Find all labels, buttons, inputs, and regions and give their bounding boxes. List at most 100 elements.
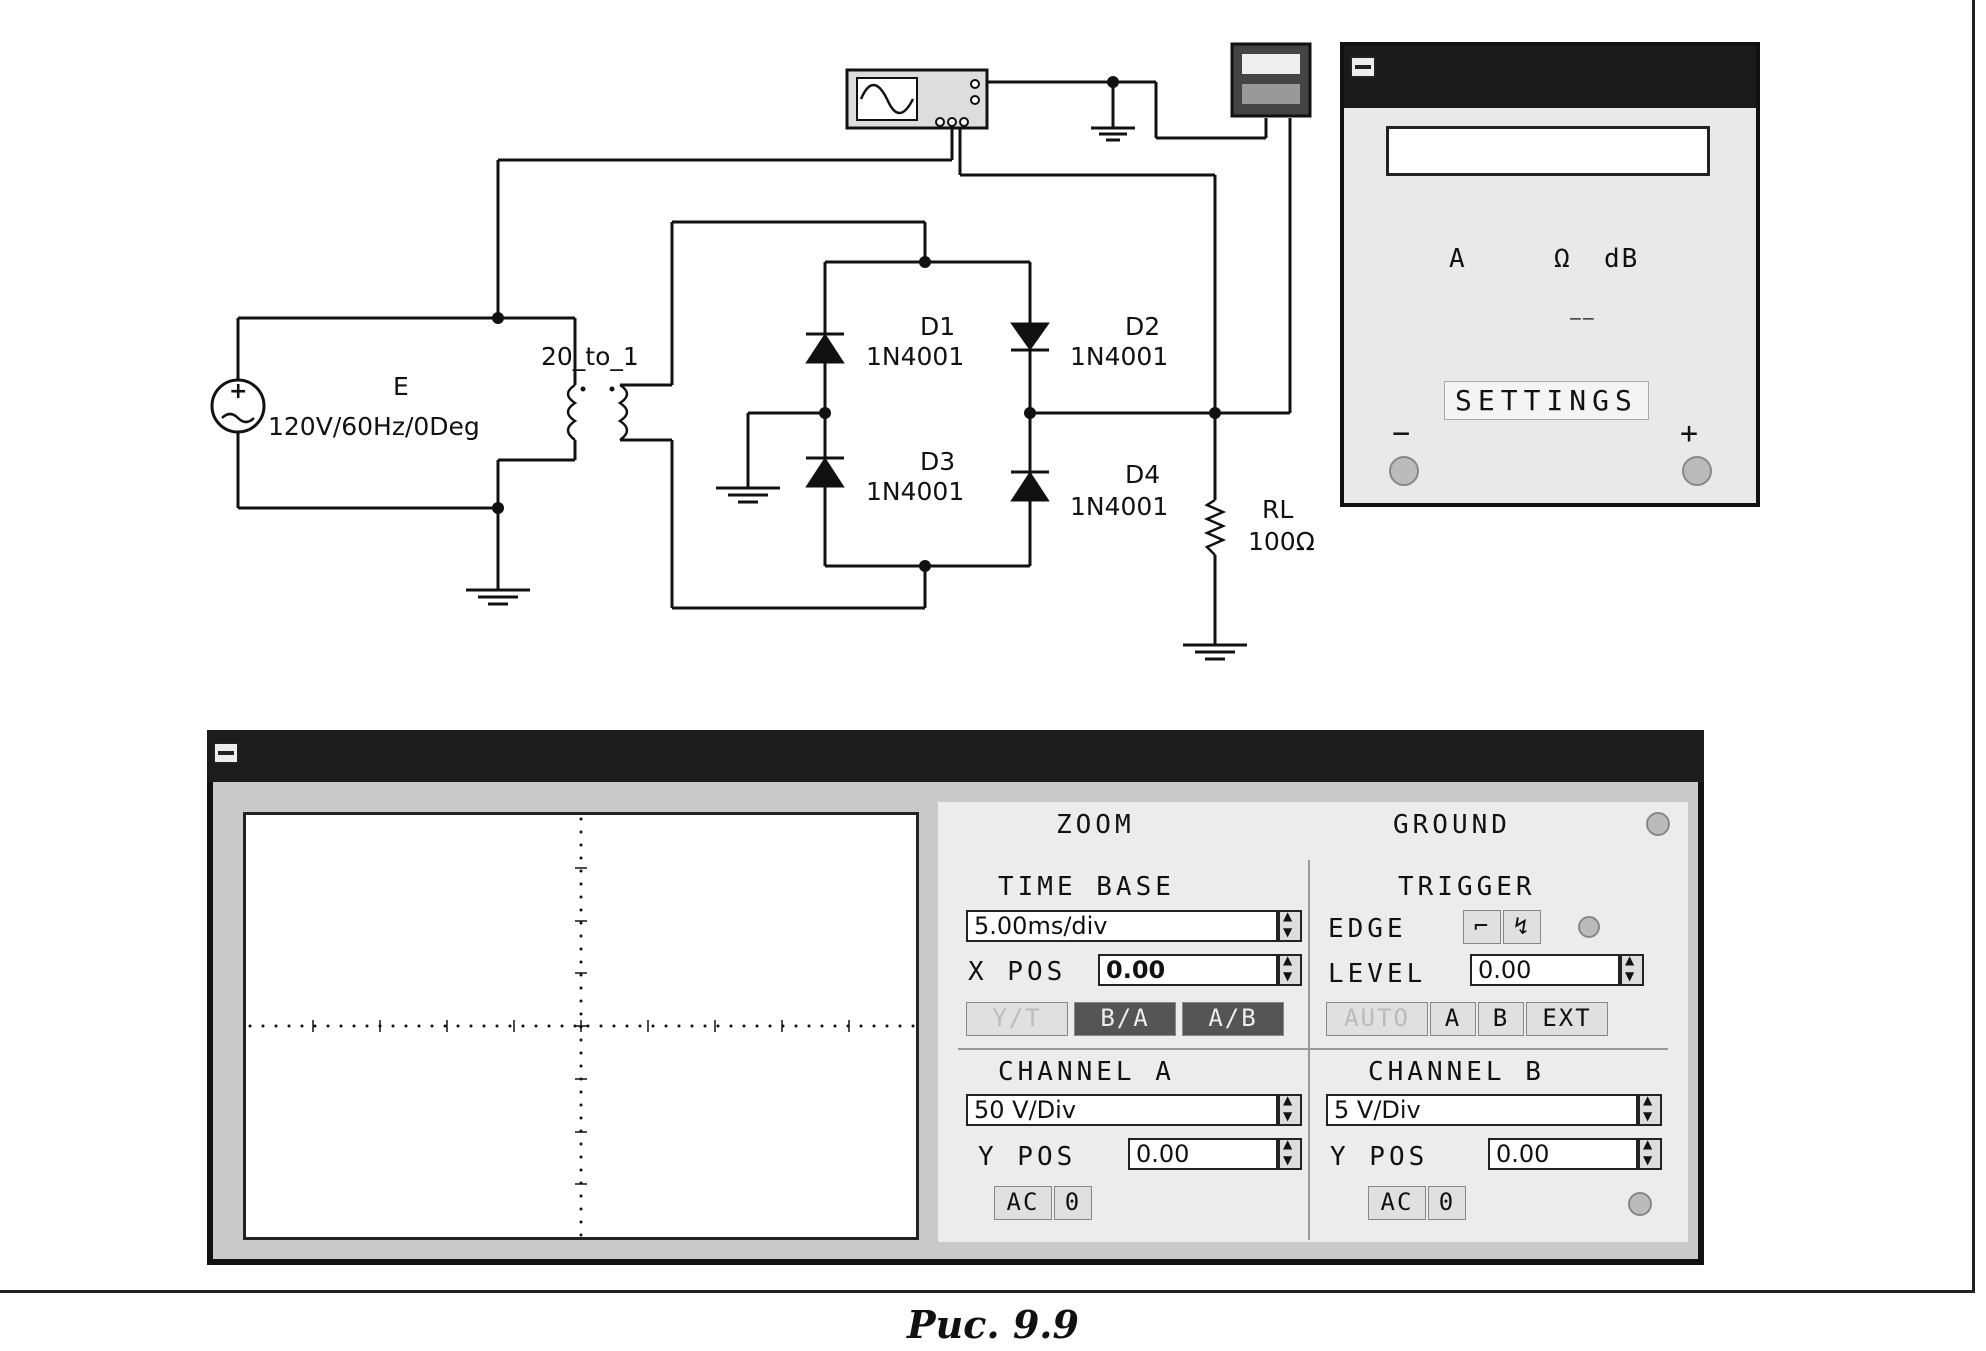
- d4-name-label: D4: [1125, 460, 1160, 489]
- level-field[interactable]: 0.00: [1470, 954, 1620, 986]
- oscilloscope-titlebar[interactable]: [207, 730, 1704, 782]
- multimeter-display: [1386, 126, 1710, 176]
- trigger-b-button[interactable]: B: [1478, 1002, 1524, 1036]
- scope-grid: [248, 817, 915, 1237]
- ohms-mode-button[interactable]: Ω: [1554, 244, 1572, 274]
- trigger-terminal[interactable]: [1578, 916, 1600, 938]
- grid-dot: [872, 1024, 876, 1028]
- grid-dot: [469, 1024, 473, 1028]
- grid-dot: [300, 1024, 304, 1028]
- grid-dot: [391, 1024, 395, 1028]
- grid-dot: [716, 1024, 720, 1028]
- grid-dot: [742, 1024, 746, 1028]
- multimeter-window: A Ω dB —— SETTINGS − +: [1340, 42, 1760, 507]
- settings-button[interactable]: SETTINGS: [1444, 381, 1649, 420]
- ground-button[interactable]: GROUND: [1393, 810, 1511, 840]
- grid-dot: [729, 1024, 733, 1028]
- channel-b-zero-button[interactable]: 0: [1428, 1186, 1466, 1220]
- channel-b-ypos-field[interactable]: 0.00: [1488, 1138, 1638, 1170]
- grid-dot: [794, 1024, 798, 1028]
- oscilloscope-icon[interactable]: [845, 68, 989, 130]
- grid-dot: [579, 882, 583, 886]
- system-menu-button[interactable]: [1350, 56, 1376, 78]
- channel-b-scale-spinner[interactable]: [1638, 1093, 1662, 1126]
- oscilloscope-window: ZOOM GROUND TIME BASE 5.00ms/div X POS 0…: [207, 730, 1704, 1265]
- grid-dot: [248, 1024, 252, 1028]
- multimeter-titlebar[interactable]: [1344, 46, 1756, 108]
- grid-dot: [579, 1168, 583, 1172]
- grid-dot: [579, 895, 583, 899]
- grid-dot: [579, 1103, 583, 1107]
- grid-dot: [579, 921, 583, 925]
- grid-dot: [456, 1024, 460, 1028]
- grid-dot: [579, 1038, 583, 1042]
- diode-icons: [805, 322, 1050, 502]
- grid-dot: [638, 1024, 642, 1028]
- zoom-button[interactable]: ZOOM: [1056, 810, 1135, 840]
- x-pos-spinner[interactable]: [1278, 953, 1302, 986]
- channel-a-ypos-field[interactable]: 0.00: [1128, 1138, 1278, 1170]
- grid-dot: [579, 1116, 583, 1120]
- grid-dot: [313, 1024, 317, 1028]
- multimeter-icon[interactable]: [1230, 42, 1312, 118]
- grid-dot: [885, 1024, 889, 1028]
- system-menu-button[interactable]: [213, 742, 239, 764]
- d4-model-label: 1N4001: [1070, 492, 1168, 521]
- grid-dot: [911, 1024, 915, 1028]
- yt-mode-button[interactable]: Y/T: [966, 1002, 1068, 1036]
- channel-a-zero-button[interactable]: 0: [1054, 1186, 1092, 1220]
- time-base-title: TIME BASE: [998, 872, 1175, 902]
- grid-dot: [482, 1024, 486, 1028]
- grid-dot: [579, 1090, 583, 1094]
- channel-b-scale-field[interactable]: 5 V/Div: [1326, 1094, 1638, 1126]
- amps-mode-button[interactable]: A: [1449, 244, 1467, 274]
- grid-dot: [690, 1024, 694, 1028]
- db-mode-button[interactable]: dB: [1604, 244, 1640, 274]
- grid-dot: [579, 869, 583, 873]
- grid-dot: [417, 1024, 421, 1028]
- trigger-a-button[interactable]: A: [1430, 1002, 1476, 1036]
- level-spinner[interactable]: [1620, 953, 1644, 986]
- channel-a-scale-spinner[interactable]: [1278, 1093, 1302, 1126]
- ground-terminal[interactable]: [1646, 812, 1670, 836]
- ab-mode-button[interactable]: A/B: [1182, 1002, 1284, 1036]
- grid-dot: [287, 1024, 291, 1028]
- dc-ac-indicator[interactable]: ——: [1570, 308, 1596, 329]
- grid-dot: [326, 1024, 330, 1028]
- channel-a-scale-field[interactable]: 50 V/Div: [966, 1094, 1278, 1126]
- d3-model-label: 1N4001: [866, 477, 964, 506]
- channel-b-ac-button[interactable]: AC: [1368, 1186, 1426, 1220]
- trigger-ext-button[interactable]: EXT: [1526, 1002, 1608, 1036]
- rising-edge-button[interactable]: ⌐: [1463, 910, 1501, 944]
- minus-terminal[interactable]: [1389, 456, 1419, 486]
- channel-a-ypos-spinner[interactable]: [1278, 1137, 1302, 1170]
- source-plus-sign: +: [229, 379, 247, 404]
- grid-dot: [612, 1024, 616, 1028]
- channel-b-terminal[interactable]: [1628, 1192, 1652, 1216]
- d1-model-label: 1N4001: [866, 342, 964, 371]
- grid-dot: [599, 1024, 603, 1028]
- channel-b-ypos-spinner[interactable]: [1638, 1137, 1662, 1170]
- channel-a-ac-button[interactable]: AC: [994, 1186, 1052, 1220]
- grid-dot: [703, 1024, 707, 1028]
- trigger-auto-button[interactable]: AUTO: [1326, 1002, 1428, 1036]
- time-base-spinner[interactable]: [1278, 909, 1302, 942]
- ba-mode-button[interactable]: B/A: [1074, 1002, 1176, 1036]
- trigger-title: TRIGGER: [1398, 872, 1536, 902]
- falling-edge-button[interactable]: ↯: [1503, 910, 1541, 944]
- grid-dot: [579, 1233, 583, 1237]
- grid-dot: [430, 1024, 434, 1028]
- edge-label: EDGE: [1328, 914, 1407, 944]
- plus-terminal[interactable]: [1682, 456, 1712, 486]
- grid-dot: [579, 999, 583, 1003]
- x-pos-field[interactable]: 0.00: [1098, 954, 1278, 986]
- grid-dot: [534, 1024, 538, 1028]
- grid-dot: [495, 1024, 499, 1028]
- time-base-field[interactable]: 5.00ms/div: [966, 910, 1278, 942]
- d3-name-label: D3: [920, 447, 955, 476]
- grid-dot: [625, 1024, 629, 1028]
- grid-dot: [586, 1024, 590, 1028]
- source-name-label: E: [393, 372, 409, 401]
- transformer-icon: [566, 383, 629, 442]
- grid-dot: [755, 1024, 759, 1028]
